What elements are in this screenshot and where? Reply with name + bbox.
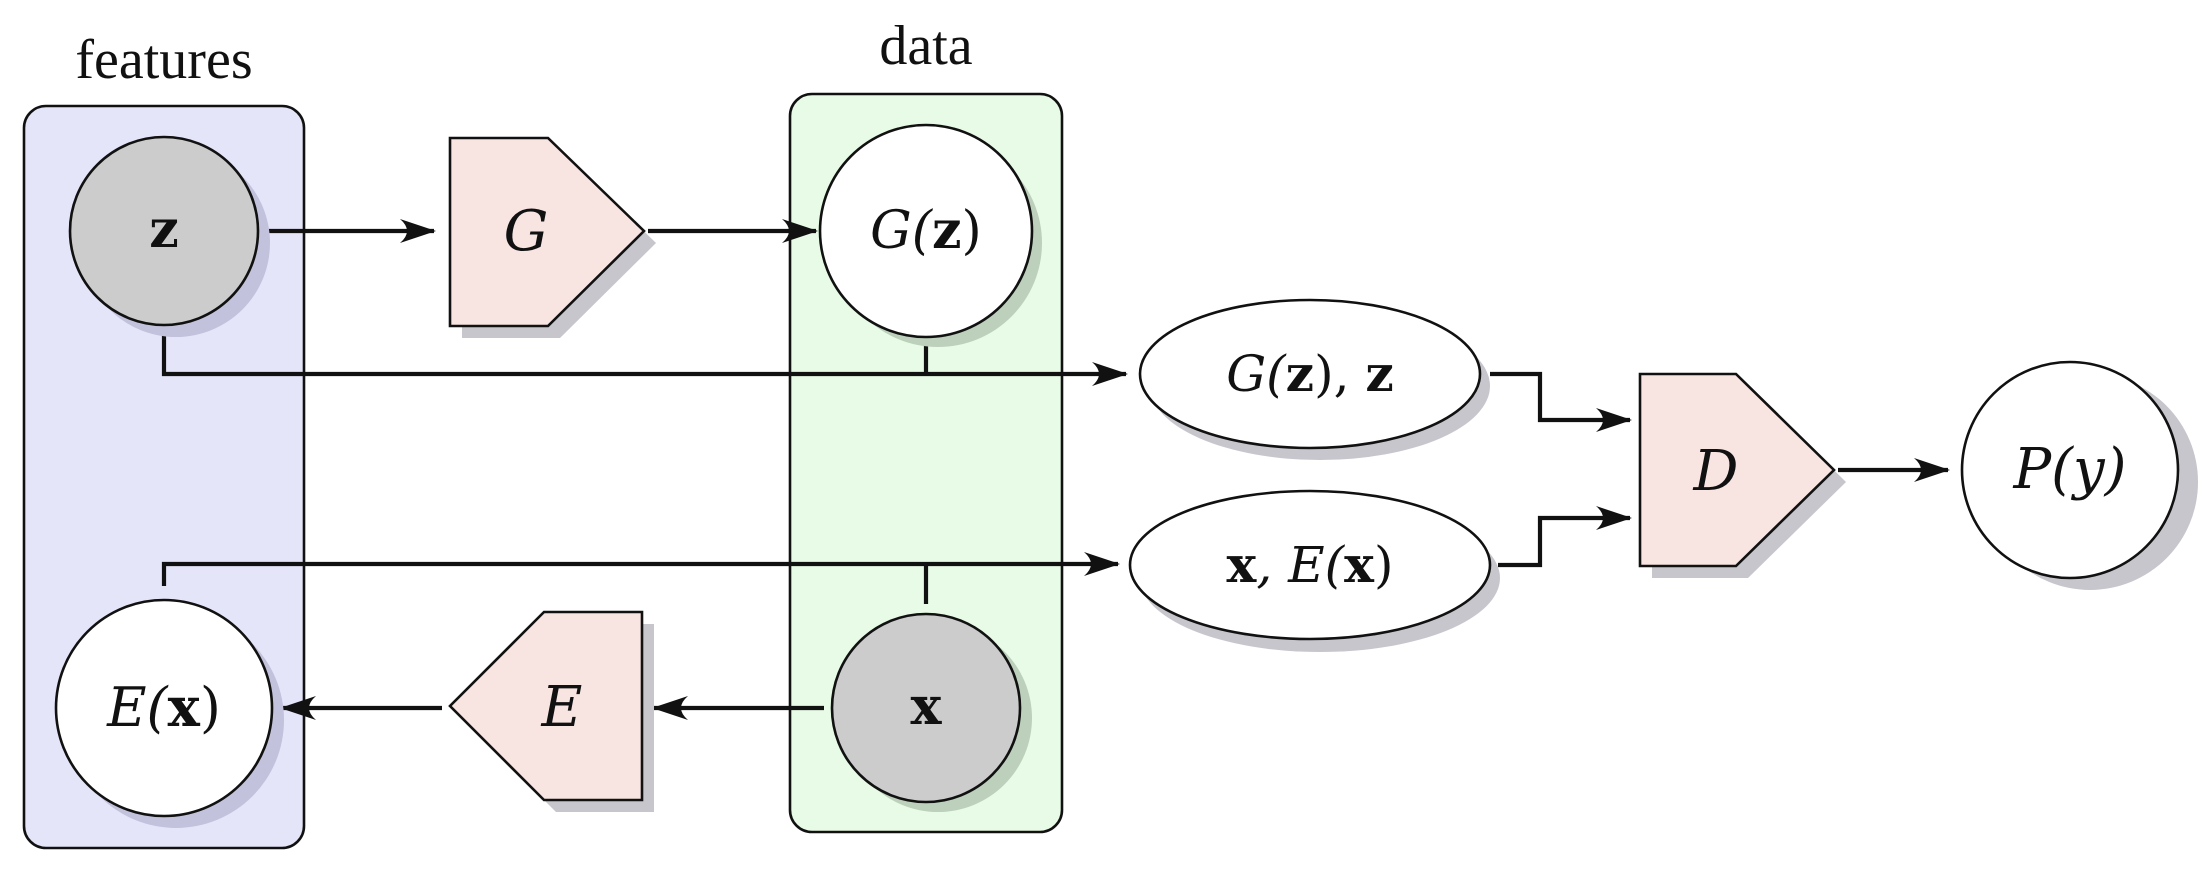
node-g-z-pair-label: G(z), z bbox=[1226, 344, 1394, 403]
data-group-label: data bbox=[879, 15, 972, 77]
node-x-pair-label: x, E(x) bbox=[1227, 535, 1394, 594]
node-z: z bbox=[68, 135, 260, 327]
node-z-circle bbox=[68, 135, 260, 327]
shadows bbox=[68, 139, 2198, 828]
node-p-of-y-circle bbox=[1960, 360, 2180, 580]
node-g-shape bbox=[448, 136, 646, 328]
node-g-generator: G bbox=[448, 136, 646, 328]
node-e-of-x-circle bbox=[54, 598, 274, 818]
node-e-of-x: E(x) bbox=[54, 598, 274, 818]
node-p-of-y-label: P(y) bbox=[2012, 437, 2126, 502]
node-e-of-x-label: E(x) bbox=[106, 675, 221, 739]
node-g-of-z: G(z) bbox=[818, 123, 1034, 339]
node-x-pair-ellipse bbox=[1128, 489, 1492, 641]
features-group-label: features bbox=[75, 29, 252, 91]
node-d-shape bbox=[1638, 372, 1836, 568]
node-x: x bbox=[830, 612, 1022, 804]
edge-x-to-xpair bbox=[161, 552, 1120, 586]
edges bbox=[161, 219, 1950, 720]
node-g-z-pair: G(z), z bbox=[1138, 298, 1482, 450]
node-g-z-pair-ellipse bbox=[1138, 298, 1482, 450]
edge-z-to-pair bbox=[161, 333, 1128, 386]
node-x-pair: x, E(x) bbox=[1128, 489, 1492, 641]
node-e-shape bbox=[448, 610, 644, 802]
node-e-encoder: E bbox=[448, 610, 644, 802]
node-e-label: E bbox=[541, 675, 583, 740]
node-d-discriminator: D bbox=[1638, 372, 1836, 568]
node-g-of-z-label: G(z) bbox=[870, 200, 982, 261]
node-d-label: D bbox=[1693, 439, 1739, 504]
edge-pair-to-d bbox=[1490, 371, 1632, 432]
node-x-label: x bbox=[910, 676, 942, 737]
node-g-label: G bbox=[504, 199, 549, 264]
node-x-circle bbox=[830, 612, 1022, 804]
node-z-label: z bbox=[149, 199, 179, 260]
node-g-of-z-circle bbox=[818, 123, 1034, 339]
edge-xpair-to-d bbox=[1498, 506, 1632, 568]
node-p-of-y: P(y) bbox=[1960, 360, 2180, 580]
